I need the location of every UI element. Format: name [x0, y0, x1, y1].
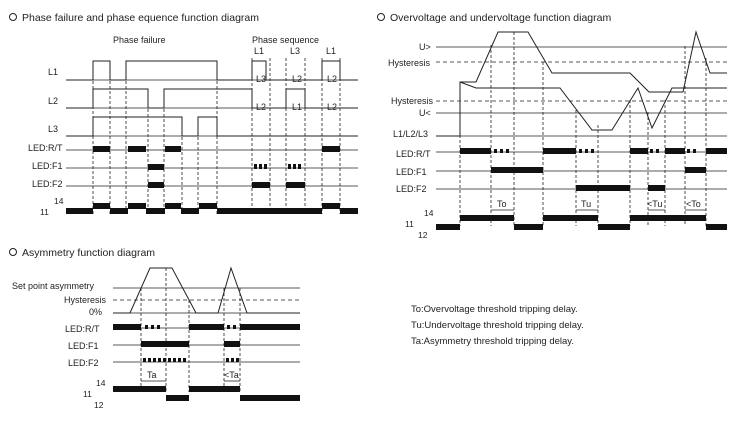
- phase-led-bars: [93, 146, 340, 188]
- asymmetry-led-blink: [143, 325, 239, 362]
- row-label-l1: L1: [48, 67, 58, 77]
- row-label-led-f1: LED:F1: [32, 161, 63, 171]
- phase-led-blink: [254, 164, 301, 169]
- seq-cell-label: L2: [292, 74, 302, 84]
- row-label-led-f2: LED:F2: [32, 179, 63, 189]
- voltage-curves: [436, 30, 727, 137]
- legend-notes: To:Overvoltage threshold tripping delay.…: [411, 304, 584, 347]
- delay-label-lt-to: <To: [686, 199, 701, 209]
- delay-label-ta: Ta: [147, 370, 157, 380]
- asymmetry-panel: Asymmetry function diagram Set point asy…: [9, 247, 300, 410]
- seq-cell-label: L2: [256, 102, 266, 112]
- note-tu: Tu:Undervoltage threshold tripping delay…: [411, 320, 584, 331]
- voltage-thresholds: [436, 46, 727, 190]
- asymmetry-curve: [113, 266, 300, 314]
- seq-top-label: L1: [326, 46, 336, 56]
- level-label-hysteresis-top: Hysteresis: [388, 58, 431, 68]
- bullet-icon: [9, 248, 17, 256]
- note-ta: Ta:Asymmetry threshold tripping delay.: [411, 336, 574, 347]
- seq-top-label: L1: [254, 46, 264, 56]
- level-label-hysteresis: Hysteresis: [64, 295, 107, 305]
- asymmetry-led-bars: [113, 324, 300, 347]
- relay-label-11: 11: [405, 219, 414, 229]
- seq-top-label: L3: [290, 46, 300, 56]
- level-label-phases: L1/L2/L3: [393, 129, 428, 139]
- row-label-led-rt: LED:R/T: [396, 149, 431, 159]
- phase-failure-label: Phase failure: [113, 35, 166, 45]
- level-label-zero: 0%: [89, 307, 102, 317]
- row-label-led-rt: LED:R/T: [65, 324, 100, 334]
- phase-title: Phase failure and phase equence function…: [22, 12, 259, 24]
- bullet-icon: [377, 13, 385, 21]
- relay-label-12: 12: [94, 400, 104, 410]
- relay-label-14: 14: [424, 208, 434, 218]
- voltage-title: Overvoltage and undervoltage function di…: [390, 12, 611, 24]
- note-to: To:Overvoltage threshold tripping delay.: [411, 304, 578, 315]
- level-label-u-under: U<: [419, 108, 431, 118]
- level-label-hysteresis-bottom: Hysteresis: [391, 96, 434, 106]
- relay-label-14: 14: [54, 196, 64, 206]
- phase-sequence-label: Phase sequence: [252, 35, 319, 45]
- asymmetry-title: Asymmetry function diagram: [22, 247, 155, 259]
- seq-cell-label: L3: [256, 74, 266, 84]
- voltage-led-bars: [460, 148, 727, 191]
- seq-cell-label: L1: [292, 102, 302, 112]
- relay-label-12: 12: [418, 230, 428, 240]
- level-label-u-over: U>: [419, 42, 431, 52]
- voltage-hysteresis-lines: [436, 61, 727, 102]
- row-label-led-rt: LED:R/T: [28, 143, 63, 153]
- row-label-l3: L3: [48, 124, 58, 134]
- voltage-panel: Overvoltage and undervoltage function di…: [377, 12, 727, 240]
- row-label-led-f2: LED:F2: [396, 184, 427, 194]
- voltage-markers: [459, 32, 707, 226]
- level-label-set-point: Set point asymmetry: [12, 281, 95, 291]
- asymmetry-relay-bars: [113, 386, 300, 401]
- relay-label-11: 11: [83, 389, 92, 399]
- voltage-relay-bars: [436, 215, 727, 230]
- seq-cell-label: L2: [327, 74, 337, 84]
- phase-panel: Phase failure and phase equence function…: [9, 12, 358, 217]
- bullet-icon: [9, 13, 17, 21]
- row-label-led-f2: LED:F2: [68, 358, 99, 368]
- row-label-l2: L2: [48, 96, 58, 106]
- relay-label-11: 11: [40, 207, 49, 217]
- delay-label-lt-ta: <Ta: [224, 370, 239, 380]
- row-label-led-f1: LED:F1: [68, 341, 99, 351]
- phase-relay-bars: [66, 203, 358, 214]
- seq-cell-label: L2: [327, 102, 337, 112]
- delay-label-to: To: [497, 199, 507, 209]
- delay-label-lt-tu: <Tu: [647, 199, 662, 209]
- voltage-led-blink: [494, 149, 696, 153]
- delay-label-tu: Tu: [581, 199, 591, 209]
- relay-label-14: 14: [96, 378, 106, 388]
- row-label-led-f1: LED:F1: [396, 167, 427, 177]
